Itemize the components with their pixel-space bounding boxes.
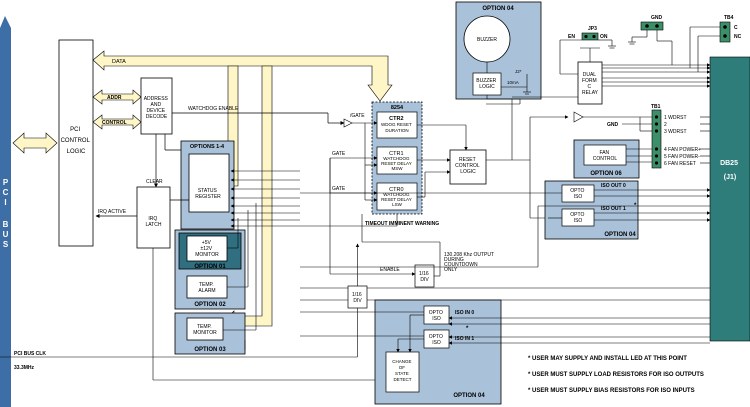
pci-bus-arrow-top	[0, 16, 11, 28]
address-decode-label: ADDRESS AND DEVICE DECODE	[144, 96, 170, 120]
irq-latch-label: IRQ LATCH	[145, 216, 161, 228]
option-02-label: OPTION 02	[194, 302, 226, 308]
pci-control-logic-label: PCI CONTROL LOGIC	[61, 127, 92, 155]
iso-in-1-label: ISO IN 1	[455, 336, 474, 342]
counter-8254-label: 8254	[391, 105, 404, 111]
tb4-nc-label: NC	[734, 34, 742, 40]
jp3-jumper	[581, 32, 599, 41]
footnotes: * USER MAY SUPPLY AND INSTALL LED AT THI…	[528, 356, 706, 394]
gnd-tb1-label: GND	[607, 122, 619, 128]
temp-alarm-label: TEMP. ALARM	[198, 282, 215, 294]
tb1-connector	[651, 109, 662, 169]
ctr1-label: CTR1 WATCHDOG RESET DELAY MSW	[381, 151, 413, 171]
ctr0-block	[376, 182, 418, 211]
timeout-warning-label: TIMEOUT IMMINENT WARNING	[365, 221, 439, 227]
reset-control-logic-label: RESET CONTROL LOGIC	[455, 157, 481, 175]
temp-monitor-label: TEMP. MONITOR	[193, 324, 217, 336]
iso-out-0-label: ISO OUT 0	[601, 183, 626, 189]
opto-iso-out-1-block	[561, 208, 595, 227]
db25-connector	[709, 56, 750, 342]
ma-label: 10mA	[507, 80, 519, 85]
reset-control-logic-block	[449, 149, 487, 185]
tb4-c-label: C	[734, 25, 738, 31]
iso-out-1-label: ISO OUT 1	[601, 206, 626, 212]
data-bus-arrow	[92, 50, 393, 102]
options-1-4-label: OPTIONS 1-4	[190, 144, 225, 150]
addr-label: ADDR	[107, 95, 122, 101]
gate-2-label: GATE	[332, 186, 346, 192]
tb4-connector	[719, 21, 731, 43]
j2-label: J2*	[515, 69, 522, 74]
wdrst-buffer	[573, 111, 584, 123]
pci-control-logic-block	[58, 39, 94, 247]
jp3-en-label: EN	[568, 34, 575, 40]
irq-active-label: IRQ ACTIVE	[98, 209, 127, 215]
jp3-label: JP3	[588, 26, 597, 32]
db25-label: DB25 (J1)	[720, 160, 740, 181]
pci-data-arrow	[12, 132, 58, 154]
ctr0-label: CTR0 WATCHDOG RESET DELAY LSW	[381, 187, 413, 207]
gate-top-label: /GATE	[350, 113, 365, 119]
iso-in-star: *	[466, 326, 469, 332]
iso-in-0-label: ISO IN 0	[455, 310, 474, 316]
watchdog-enable-label: WATCHDOG ENABLE	[188, 106, 239, 112]
opto-iso-in-0-label: OPTO ISO	[429, 310, 444, 322]
data-label: DATA	[112, 59, 126, 65]
gate-1-label: GATE	[332, 151, 346, 157]
opto-iso-out-0-block	[561, 184, 595, 203]
buzzer-label: BUZZER	[477, 37, 497, 43]
ctr2-label: CTR2 WDOG RESET DURATION	[381, 116, 413, 133]
ctr1-block	[376, 146, 418, 175]
relay-label: DUAL FORM C RELAY	[582, 72, 599, 96]
fan-control-block	[583, 144, 627, 166]
change-of-state-label: CHANGE OF STATE DETECT	[392, 359, 413, 382]
control-label: CONTROL	[102, 120, 127, 126]
voltage-monitor-block	[186, 235, 228, 262]
fan-control-label: FAN CONTROL	[593, 150, 618, 162]
status-register-label: STATUS REGISTER	[195, 188, 221, 200]
enable-label: ENABLE	[380, 267, 400, 273]
tb1-label: TB1	[651, 104, 661, 110]
irq-latch-block	[136, 186, 171, 249]
option-04-bottom-label: OPTION 04	[453, 393, 485, 399]
opto-iso-out-0-label: OPTO ISO	[570, 188, 585, 200]
temp-monitor-block	[186, 317, 224, 341]
gnd-connector	[640, 21, 664, 31]
opto-iso-out-1-label: OPTO ISO	[570, 212, 585, 224]
voltage-monitor-label: +5V ±12V MONITOR	[195, 240, 219, 258]
option-04-top-label: OPTION 04	[482, 6, 514, 12]
gate-buffer	[343, 118, 353, 128]
tb4-label: TB4	[724, 15, 734, 21]
status-register-block	[188, 153, 230, 213]
clear-label: CLEAR	[146, 179, 163, 185]
option-03-label: OPTION 03	[194, 347, 226, 353]
option-06-label: OPTION 06	[590, 171, 622, 177]
div-16-b-label: 1/16 DIV	[352, 292, 363, 304]
pci-bus-clk-label: PCI BUS CLK	[14, 351, 46, 357]
clk-output-label: 130.208 Khz OUTPUT DURING COUNTDOWN ONLY	[444, 252, 495, 273]
address-decode-block	[140, 77, 173, 135]
div-16-a-label: 1/16 DIV	[419, 271, 430, 283]
pci-bus-bar	[0, 28, 11, 407]
dual-form-c-relay-block	[577, 61, 603, 105]
option-04-mid-label: OPTION 04	[604, 232, 636, 238]
jp3-on-label: ON	[600, 34, 608, 40]
change-of-state-detect-block	[385, 351, 420, 393]
tb1-pins: 1 WDRST 2 3 WDRST 4 FAN POWER+ 5 FAN POW…	[664, 115, 702, 167]
clk-freq-label: 33.3MHz	[14, 365, 35, 371]
opto-iso-in-1-label: OPTO ISO	[429, 334, 444, 346]
buzzer-logic-label: BUZZER LOGIC	[476, 78, 497, 90]
gnd-top-label: GND	[651, 15, 663, 21]
option-01-label: OPTION 01	[194, 264, 226, 270]
